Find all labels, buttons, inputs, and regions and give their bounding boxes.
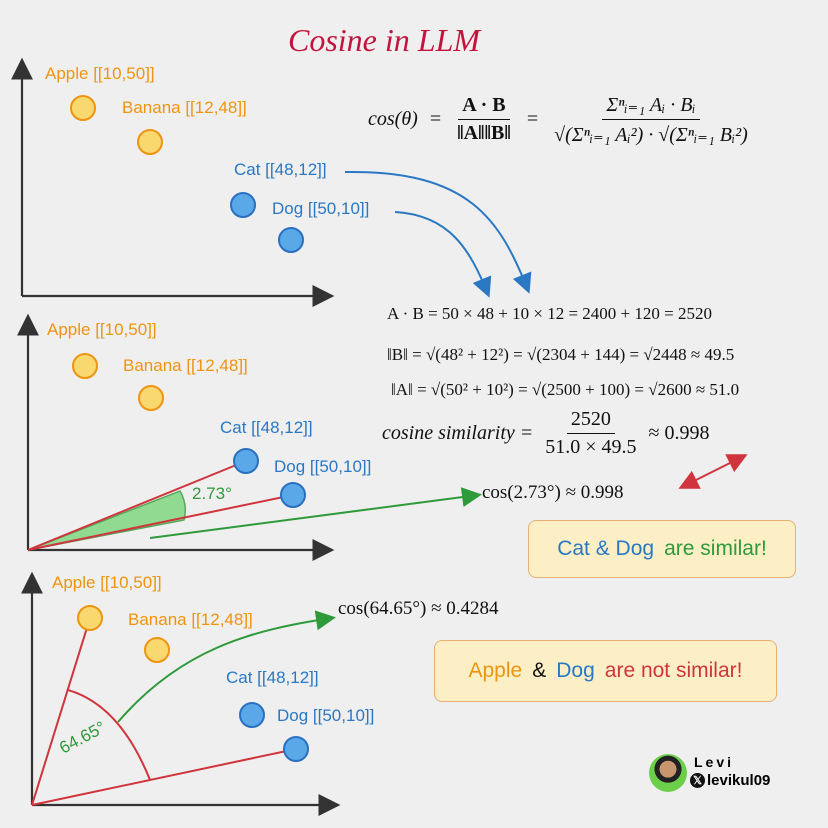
equals: =: [429, 108, 442, 130]
green-arrow-2: [117, 610, 336, 723]
dog-label: Dog [[50,10]]: [272, 199, 370, 218]
norm-b-calc: ‖B‖ = √(48² + 12²) = √(2304 + 144) = √24…: [387, 345, 735, 364]
x-logo-icon: 𝕏: [690, 773, 705, 788]
dog-point: [278, 227, 304, 253]
box2-dog: Dog: [556, 659, 595, 682]
formula-den2: √(Σⁿᵢ₌₁ Aᵢ²) · √(Σⁿᵢ₌₁ Bᵢ²): [554, 124, 748, 146]
apple-point: [72, 353, 98, 379]
avatar: [649, 754, 687, 792]
apple-label: Apple [[10,50]]: [47, 320, 157, 339]
apple-point: [77, 605, 103, 631]
cat-point: [230, 192, 256, 218]
vector-dog-2: [31, 748, 297, 806]
banana-point: [144, 637, 170, 663]
cosine-similarity-label: cosine similarity =: [382, 422, 534, 444]
cos-angle-1: cos(2.73°) ≈ 0.998: [482, 482, 624, 503]
cos-angle-2: cos(64.65°) ≈ 0.4284: [338, 598, 499, 619]
red-double-arrow: [678, 454, 748, 489]
not-similar-box: Apple & Dog are not similar!: [434, 640, 777, 702]
banana-point: [137, 129, 163, 155]
cat-label: Cat [[48,12]]: [234, 160, 327, 179]
page-title: Cosine in LLM: [287, 22, 481, 58]
cat-arrow: [344, 170, 532, 294]
vector-dog: [27, 494, 294, 551]
apple-label: Apple [[10,50]]: [45, 64, 155, 83]
box2-amp: &: [532, 659, 547, 682]
dog-point: [280, 482, 306, 508]
cos-result: ≈ 0.998: [648, 422, 710, 444]
apple-point: [70, 95, 96, 121]
formula-num2: Σⁿᵢ₌₁ Aᵢ · Bᵢ: [602, 92, 700, 120]
vector-apple: [31, 617, 91, 806]
dog-arrow: [394, 211, 492, 298]
equals: =: [526, 108, 539, 130]
cos-numerator: 2520: [566, 408, 615, 434]
dog-point: [283, 736, 309, 762]
banana-point: [138, 385, 164, 411]
dot-product-calc: A · B = 50 × 48 + 10 × 12 = 2400 + 120 =…: [387, 304, 712, 323]
angle-arc: [67, 689, 151, 781]
apple-label: Apple [[10,50]]: [52, 573, 162, 592]
dog-label: Dog [[50,10]]: [274, 457, 372, 476]
cat-label: Cat [[48,12]]: [226, 668, 319, 687]
similar-box: Cat & Dog are similar!: [528, 520, 796, 578]
author-handle: 𝕏 levikul09: [690, 772, 770, 789]
box1-verdict: are similar!: [664, 537, 767, 560]
angle-wedge: [27, 490, 187, 551]
norm-a-calc: ‖A‖ = √(50² + 10²) = √(2500 + 100) = √26…: [391, 380, 740, 399]
cat-label: Cat [[48,12]]: [220, 418, 313, 437]
vector-cat: [27, 460, 247, 551]
formula-num1: A · B: [458, 94, 510, 120]
cos-denominator: 51.0 × 49.5: [545, 436, 637, 458]
banana-label: Banana [[12,48]]: [123, 356, 248, 375]
angle-label: 2.73°: [192, 484, 232, 503]
box2-apple: Apple: [468, 659, 523, 682]
handle-text: levikul09: [707, 772, 771, 789]
box1-subject: Cat & Dog: [557, 537, 655, 560]
cat-point: [233, 448, 259, 474]
banana-label: Banana [[12,48]]: [128, 610, 253, 629]
green-arrow-1: [149, 487, 482, 539]
cosine-formula: cos(θ) = A · B‖A‖‖B‖ = Σⁿᵢ₌₁ Aᵢ · Bᵢ √(Σⁿ…: [368, 92, 752, 147]
box2-verdict: are not similar!: [604, 659, 743, 682]
dog-label: Dog [[50,10]]: [277, 706, 375, 725]
formula-den1: ‖A‖‖B‖: [457, 122, 511, 144]
formula-lhs: cos(θ): [368, 108, 418, 130]
cat-point: [239, 702, 265, 728]
banana-label: Banana [[12,48]]: [122, 98, 247, 117]
author-name: Levi: [694, 754, 735, 770]
